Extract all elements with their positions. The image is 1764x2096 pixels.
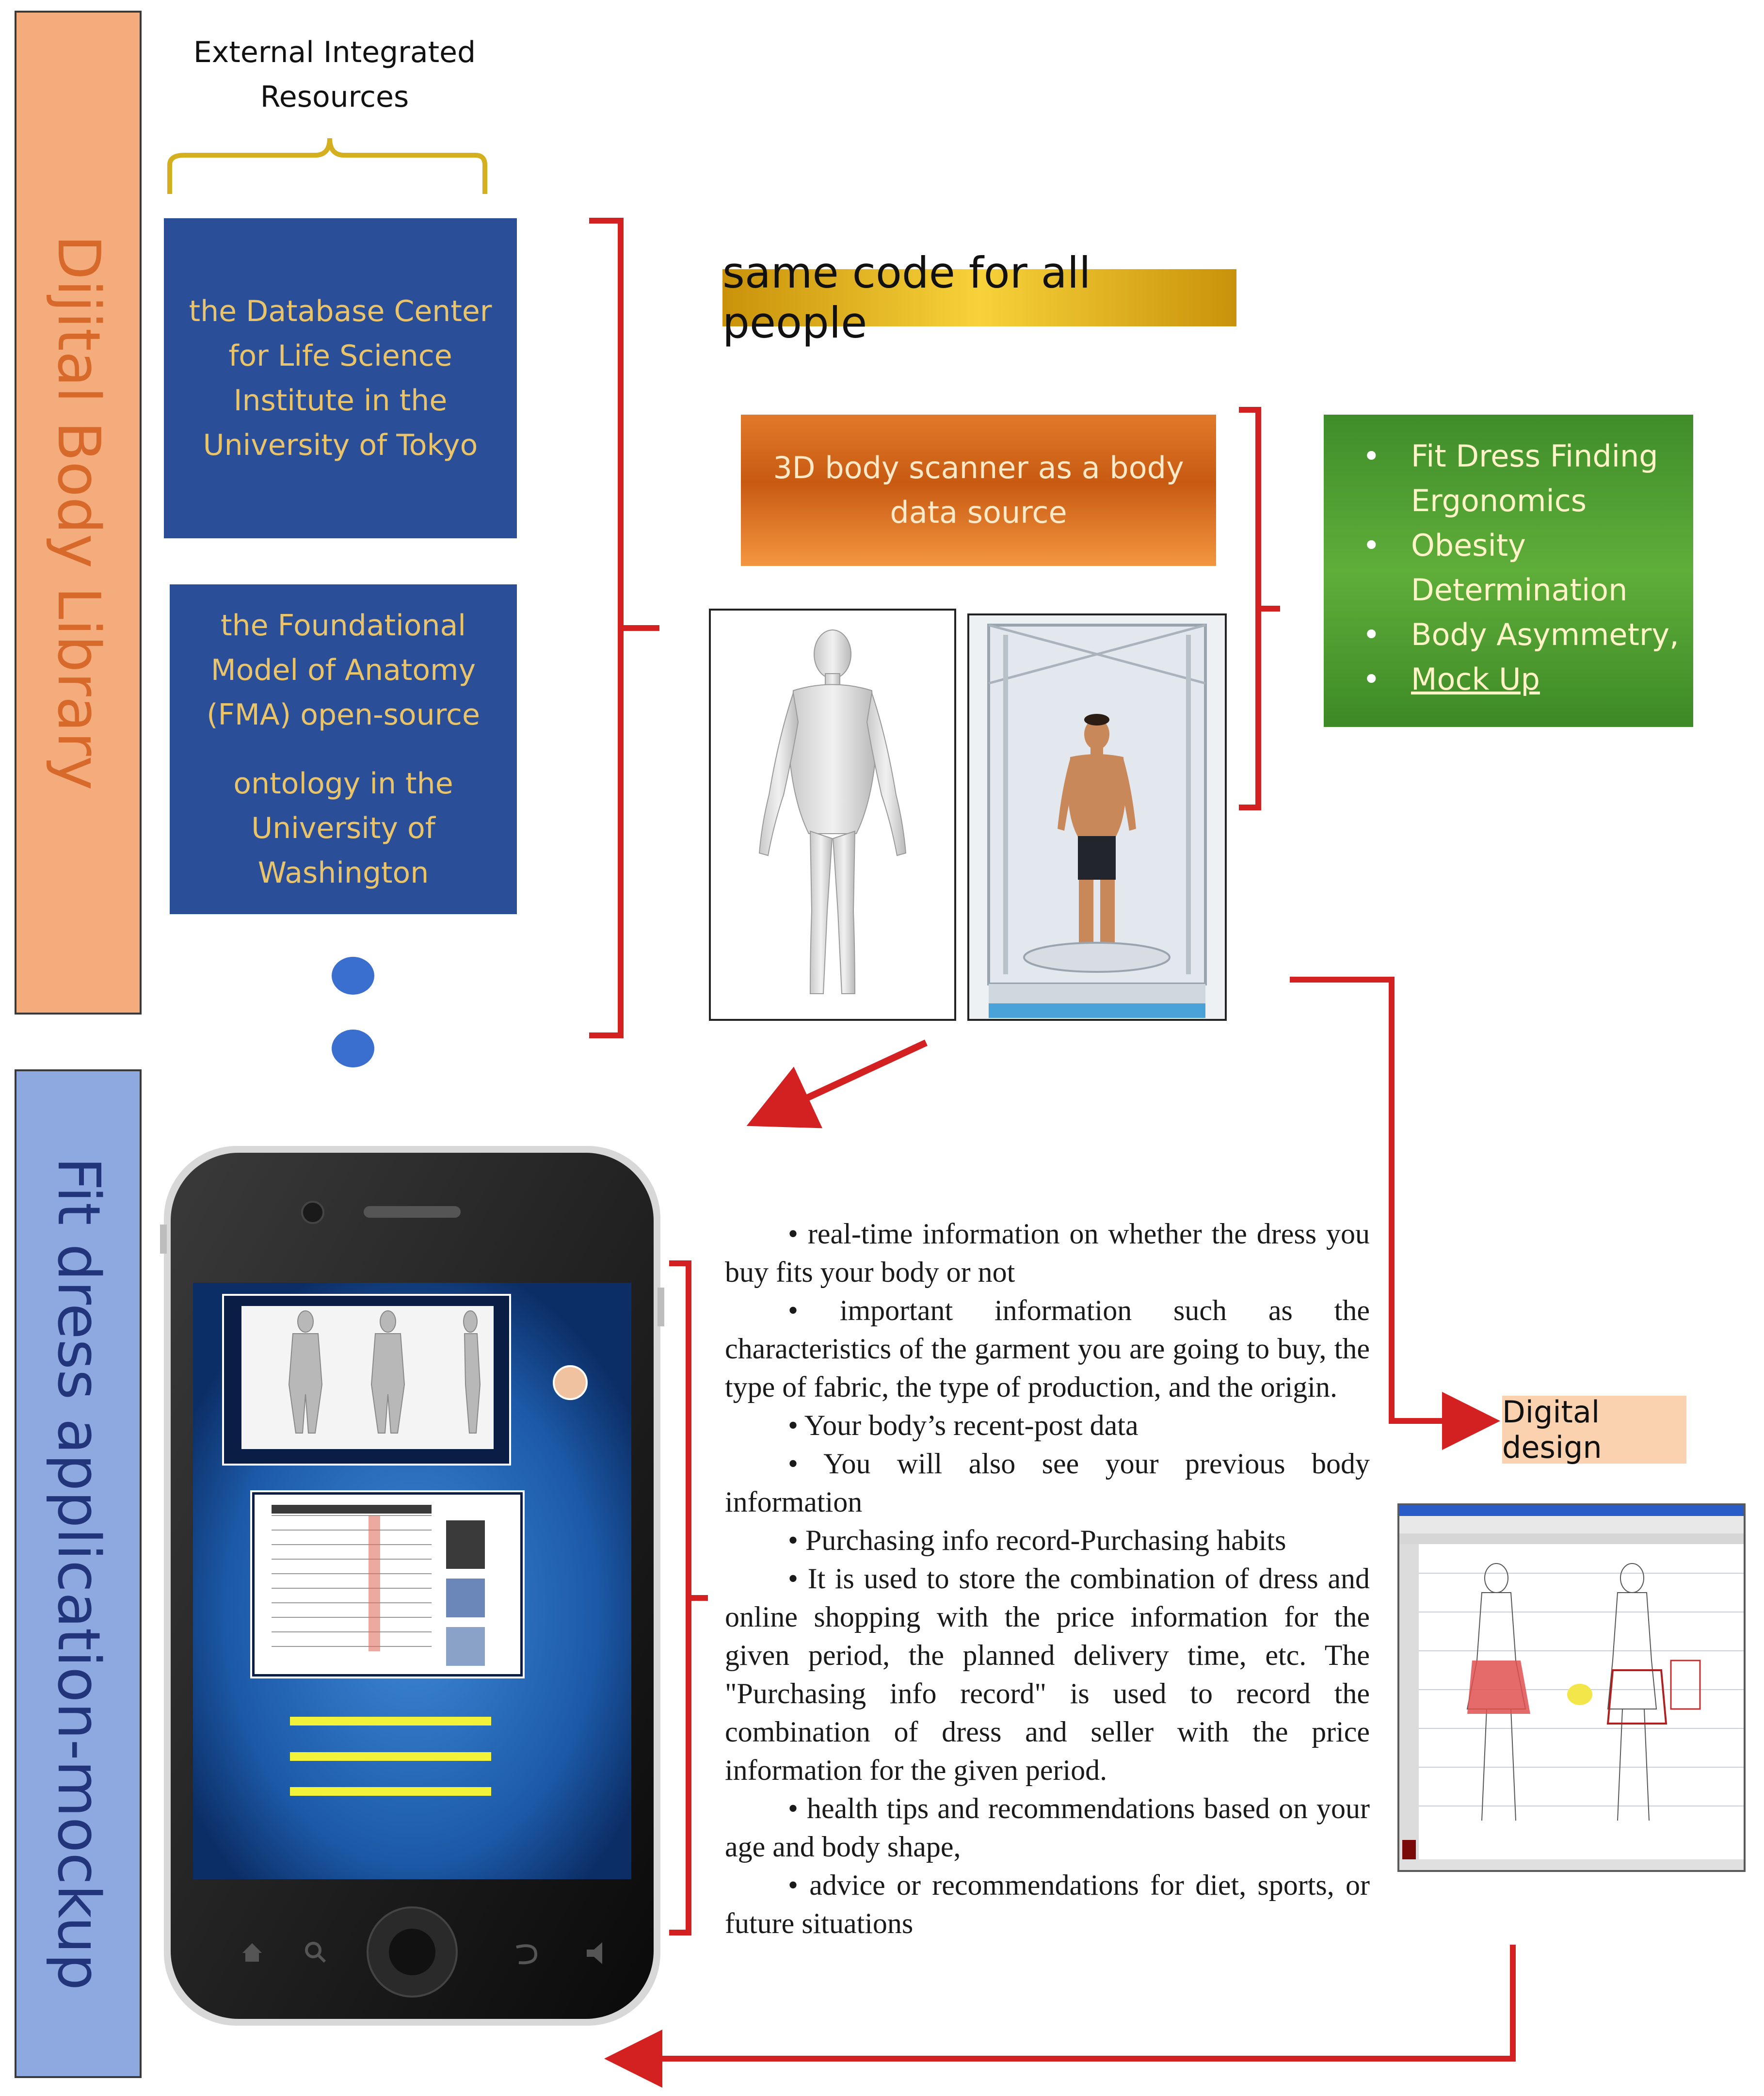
resources-bracket <box>589 218 659 1038</box>
scanner-booth-image <box>967 613 1227 1021</box>
box1-line: Institute in the <box>233 384 448 418</box>
body-model-figure <box>758 629 907 994</box>
features-list: • real-time information on whether the d… <box>725 1215 1370 1943</box>
dijital-body-library-banner: Dijital Body Library <box>15 11 142 1015</box>
phone-figure <box>159 1146 664 2026</box>
list-item: • It is used to store the combination of… <box>725 1563 1370 1786</box>
scanner-line2: data source <box>890 495 1067 530</box>
phone-bracket <box>669 1260 708 1935</box>
tokyo-database-box: the Database Center for Life Science Ins… <box>164 218 517 538</box>
list-item: • Purchasing info record-Purchasing habi… <box>788 1524 1286 1556</box>
external-resources-title: External Integrated Resources <box>170 30 499 119</box>
list-item: Body Asymmetry, <box>1363 613 1684 657</box>
external-title-line1: External Integrated <box>193 35 476 69</box>
list-item: Mock Up <box>1363 657 1684 702</box>
resources-brace <box>167 138 487 194</box>
box2-line: ontology in the <box>233 767 453 801</box>
box1-line: for Life Science <box>228 339 452 373</box>
phone-mockup <box>159 1142 664 2030</box>
scanner-line1: 3D body scanner as a body <box>773 450 1184 485</box>
scanner-bracket <box>1239 407 1280 810</box>
digital-design-return-arrow <box>604 1945 1516 2088</box>
fit-dress-app-banner: Fit dress application-mockup <box>15 1069 142 2078</box>
list-item: Obesity Determination <box>1363 523 1684 613</box>
list-item: • important information such as the char… <box>725 1294 1370 1403</box>
box2-line: (FMA) open-source <box>207 698 480 732</box>
list-item: • advice or recommendations for diet, sp… <box>725 1869 1370 1939</box>
list-item: Fit Dress Finding Ergonomics <box>1363 434 1684 523</box>
applications-box: Fit Dress Finding Ergonomics Obesity Det… <box>1324 415 1693 727</box>
list-item: • health tips and recommendations based … <box>725 1792 1370 1863</box>
box1-line: University of Tokyo <box>203 428 478 462</box>
external-title-line2: Resources <box>260 80 409 114</box>
to-digital-design-arrow <box>1290 977 1500 1450</box>
list-item: • real-time information on whether the d… <box>725 1218 1370 1288</box>
box2-line: Washington <box>257 856 429 890</box>
body-model-image <box>709 609 956 1021</box>
box2-line: the Foundational <box>221 609 466 643</box>
digital-design-label: Digital design <box>1502 1394 1686 1465</box>
applications-list: Fit Dress Finding Ergonomics Obesity Det… <box>1353 434 1684 702</box>
box2-line: Model of Anatomy <box>210 653 476 687</box>
ellipsis-dot <box>332 1030 374 1067</box>
box2-line: University of <box>251 811 435 845</box>
box1-line: the Database Center <box>189 294 492 328</box>
design-software-figure <box>1399 1505 1744 1870</box>
list-item: • Your body’s recent-post data <box>788 1409 1139 1441</box>
body-scanner-box: 3D body scanner as a body data source <box>741 415 1216 566</box>
fma-ontology-box: the Foundational Model of Anatomy (FMA) … <box>170 584 517 914</box>
list-item: • You will also see your previous body i… <box>725 1448 1370 1518</box>
to-phone-arrow <box>746 1039 928 1129</box>
scanner-booth-figure <box>969 615 1225 1019</box>
design-software-screenshot <box>1397 1503 1746 1872</box>
ellipsis-dot <box>332 957 374 995</box>
